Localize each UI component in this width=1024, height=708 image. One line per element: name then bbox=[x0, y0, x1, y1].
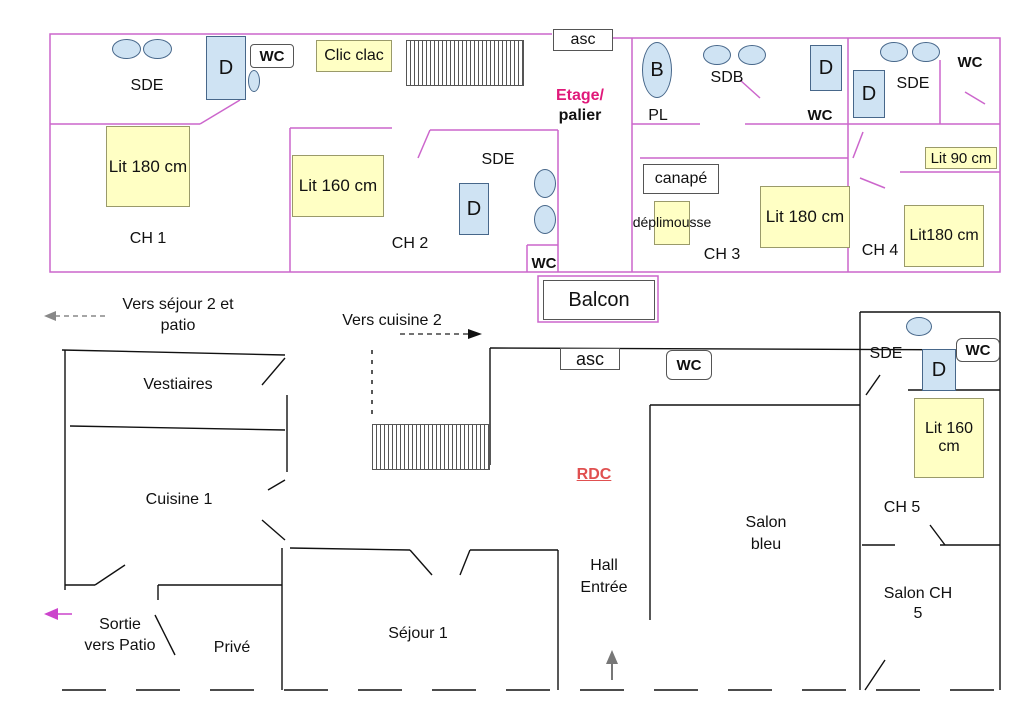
basin-ch5 bbox=[906, 317, 932, 336]
room-sdb: SDB bbox=[710, 69, 744, 86]
wc-upper-sdb: WC bbox=[807, 107, 833, 124]
arrow-entree bbox=[606, 650, 618, 680]
arrow-vers-cuisine bbox=[400, 329, 482, 339]
ground-floor-walls bbox=[61, 311, 1001, 691]
sofa-canape: canapé bbox=[643, 164, 719, 194]
balcony: Balcon bbox=[543, 280, 655, 320]
room-sde-ch2: SDE bbox=[481, 151, 515, 168]
bed-ch4: Lit180 cm bbox=[904, 205, 984, 267]
bed-ch2: Lit 160 cm bbox=[292, 155, 384, 217]
wc-upper-ch2: WC bbox=[531, 255, 557, 272]
bathtub: B bbox=[642, 42, 672, 98]
sofa-deplimousse-block bbox=[654, 201, 690, 245]
room-pl: PL bbox=[648, 107, 668, 124]
bed-ch1: Lit 180 cm bbox=[106, 126, 190, 207]
shower-ch5: D bbox=[922, 349, 956, 391]
shower-ch4: D bbox=[853, 70, 885, 118]
room-ch2: CH 2 bbox=[391, 235, 429, 252]
stairs-upper bbox=[406, 40, 524, 86]
shower-sdb: D bbox=[810, 45, 842, 91]
basin-ch4-b bbox=[912, 42, 940, 62]
floor-upper-title-line1: Etage/ bbox=[555, 87, 604, 104]
label-vers-sejour-text: Vers séjour 2 et patio bbox=[122, 296, 234, 334]
basin-ch4-a bbox=[880, 42, 908, 62]
room-sejour1: Séjour 1 bbox=[388, 625, 448, 642]
room-salon-ch5: Salon CH 5 bbox=[882, 584, 954, 624]
basin-wc-ch1 bbox=[248, 70, 260, 92]
sofa-clic-clac: Clic clac bbox=[316, 40, 392, 72]
room-sde-ch1: SDE bbox=[130, 77, 164, 94]
room-ch1: CH 1 bbox=[129, 230, 167, 247]
basin-sdb-b bbox=[738, 45, 766, 65]
room-sortie-patio-text: Sortie vers Patio bbox=[84, 616, 156, 654]
elevator-ground: asc bbox=[560, 348, 620, 370]
room-sortie-patio: Sortie vers Patio bbox=[84, 614, 156, 656]
floor-upper-title: Etage/ palier bbox=[545, 86, 615, 126]
room-cuisine1: Cuisine 1 bbox=[145, 491, 213, 508]
wc-upper-ch4: WC bbox=[957, 54, 983, 71]
room-salon-bleu-text: Salon bleu bbox=[745, 514, 787, 553]
floor-upper-title-line2: palier bbox=[558, 107, 602, 124]
room-hall: Hall Entrée bbox=[566, 555, 642, 599]
bed-90: Lit 90 cm bbox=[925, 147, 997, 169]
shower-ch2: D bbox=[459, 183, 489, 235]
upper-floor-walls bbox=[49, 33, 1001, 323]
label-vers-sejour: Vers séjour 2 et patio bbox=[118, 294, 238, 336]
label-vers-cuisine: Vers cuisine 2 bbox=[342, 312, 442, 329]
basin-ch1-a bbox=[112, 39, 141, 59]
room-ch5: CH 5 bbox=[883, 499, 921, 516]
arrow-sortie-patio bbox=[44, 608, 72, 620]
room-hall-text: Hall Entrée bbox=[580, 557, 628, 596]
bed-ch3: Lit 180 cm bbox=[760, 186, 850, 248]
basin-ch2-b bbox=[534, 205, 556, 234]
room-vestiaires: Vestiaires bbox=[143, 376, 213, 393]
wc-upper-ch1: WC bbox=[250, 44, 294, 68]
basin-sdb-a bbox=[703, 45, 731, 65]
room-sde-ch5: SDE bbox=[869, 345, 903, 362]
elevator-upper: asc bbox=[553, 29, 613, 51]
stairs-ground bbox=[372, 424, 490, 470]
wc-ground-ch5: WC bbox=[956, 338, 1000, 362]
basin-ch1-b bbox=[143, 39, 172, 59]
room-ch4: CH 4 bbox=[861, 242, 899, 259]
room-prive: Privé bbox=[213, 639, 251, 656]
wc-ground: WC bbox=[666, 350, 712, 380]
room-sde-ch4: SDE bbox=[896, 75, 930, 92]
shower-ch1: D bbox=[206, 36, 246, 100]
bed-ch5: Lit 160 cm bbox=[914, 398, 984, 478]
room-ch3: CH 3 bbox=[703, 246, 741, 263]
floor-ground-title: RDC bbox=[576, 466, 612, 483]
room-salon-bleu: Salon bleu bbox=[732, 512, 800, 556]
room-salon-ch5-text: Salon CH 5 bbox=[883, 585, 953, 622]
arrow-vers-sejour bbox=[44, 311, 108, 321]
basin-ch2-a bbox=[534, 169, 556, 198]
sofa-deplimousse: déplimousse bbox=[632, 214, 712, 230]
